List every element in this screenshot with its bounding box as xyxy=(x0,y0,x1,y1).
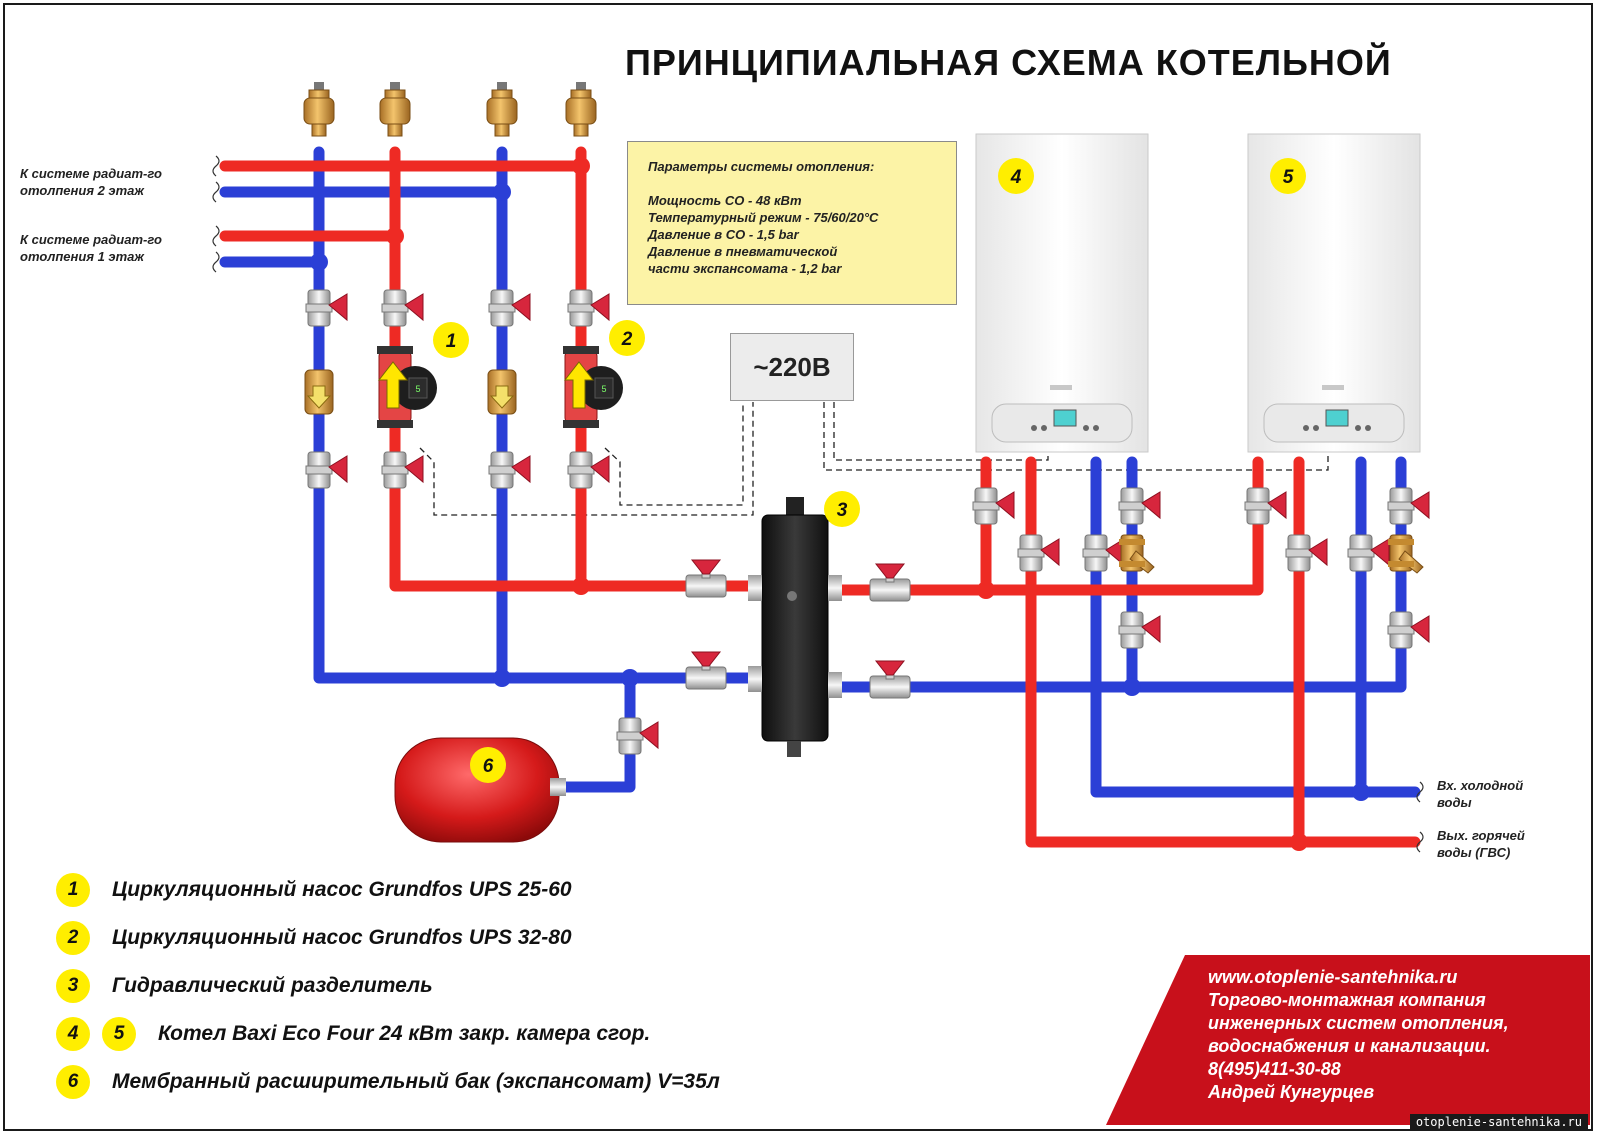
pipe-break-marks xyxy=(212,155,1424,853)
company-info: www.otoplenie-santehnika.ru Торгово-монт… xyxy=(1208,966,1509,1104)
legend-item-pump1: 1 Циркуляционный насос Grundfos UPS 25-6… xyxy=(56,870,572,910)
legend-item-boilers: 4 5 Котел Baxi Eco Four 24 кВт закр. кам… xyxy=(56,1014,650,1054)
label-floor2-line2: отолпения 2 этаж xyxy=(20,183,144,198)
label-hot-out: Вых. горячей воды (ГВС) xyxy=(1437,827,1525,861)
legend-text: Циркуляционный насос Grundfos UPS 25-60 xyxy=(112,878,572,901)
label-hot-out-line2: воды (ГВС) xyxy=(1437,845,1511,860)
legend-text: Гидравлический разделитель xyxy=(112,974,433,997)
marker-separator: 3 xyxy=(837,500,848,521)
company-line: водоснабжения и канализации. xyxy=(1208,1036,1491,1056)
label-cold-in: Вх. холодной воды xyxy=(1437,777,1523,811)
marker-tank: 6 xyxy=(483,756,494,777)
expansion-tank-icon xyxy=(394,737,566,843)
legend-text: Циркуляционный насос Grundfos UPS 32-80 xyxy=(112,926,572,949)
params-line: Температурный режим - 75/60/20°С xyxy=(648,210,879,225)
footer-watermark-url: otoplenie-santehnika.ru xyxy=(1409,1114,1588,1130)
params-line: Давление в СО - 1,5 bar xyxy=(648,227,799,242)
label-floor2: К системе радиат-го отолпения 2 этаж xyxy=(20,165,162,199)
company-line: Торгово-монтажная компания xyxy=(1208,990,1486,1010)
legend-badge: 1 xyxy=(56,873,90,907)
label-floor2-line1: К системе радиат-го xyxy=(20,166,162,181)
legend-text: Мембранный расширительный бак (экспансом… xyxy=(112,1070,720,1093)
system-params-box: Параметры системы отопления: Мощность СО… xyxy=(627,141,957,305)
marker-pump1: 1 xyxy=(446,331,457,352)
hydraulic-separator-icon xyxy=(748,497,842,757)
company-website[interactable]: www.otoplenie-santehnika.ru xyxy=(1208,967,1458,987)
legend-badge: 5 xyxy=(102,1017,136,1051)
label-cold-in-line1: Вх. холодной xyxy=(1437,778,1524,793)
params-line: Давление в пневматической xyxy=(648,244,838,259)
legend-badge: 6 xyxy=(56,1065,90,1099)
numbered-markers: 1 2 3 4 5 6 xyxy=(433,158,1306,783)
legend-badge: 4 xyxy=(56,1017,90,1051)
params-heading: Параметры системы отопления: xyxy=(648,159,875,174)
label-cold-in-line2: воды xyxy=(1437,795,1472,810)
marker-boiler4: 4 xyxy=(1010,167,1022,188)
legend-badge: 2 xyxy=(56,921,90,955)
legend-badge: 3 xyxy=(56,969,90,1003)
page-title: ПРИНЦИПИАЛЬНАЯ СХЕМА КОТЕЛЬНОЙ xyxy=(625,42,1392,83)
page-frame xyxy=(3,3,1593,1131)
company-line: инженерных систем отопления, xyxy=(1208,1013,1509,1033)
pipe-junctions xyxy=(310,157,1370,851)
label-hot-out-line1: Вых. горячей xyxy=(1437,828,1525,843)
params-line: Мощность СО - 48 кВт xyxy=(648,193,802,208)
label-floor1: К системе радиат-го отолпения 1 этаж xyxy=(20,231,162,265)
company-contact-name: Андрей Кунгурцев xyxy=(1208,1082,1375,1102)
marker-pump2: 2 xyxy=(621,329,633,350)
power-supply-box: ~220В xyxy=(730,333,854,401)
marker-boiler5: 5 xyxy=(1283,167,1294,188)
legend-item-pump2: 2 Циркуляционный насос Grundfos UPS 32-8… xyxy=(56,918,572,958)
legend-text: Котел Baxi Eco Four 24 кВт закр. камера … xyxy=(158,1022,651,1045)
legend-item-tank: 6 Мембранный расширительный бак (экспанс… xyxy=(56,1062,720,1102)
legend-item-separator: 3 Гидравлический разделитель xyxy=(56,966,433,1006)
params-line: части экспансомата - 1,2 bar xyxy=(648,261,842,276)
company-phone: 8(495)411-30-88 xyxy=(1208,1059,1341,1079)
label-floor1-line1: К системе радиат-го xyxy=(20,232,162,247)
label-floor1-line2: отолпения 1 этаж xyxy=(20,249,144,264)
power-supply-label: ~220В xyxy=(753,351,831,382)
